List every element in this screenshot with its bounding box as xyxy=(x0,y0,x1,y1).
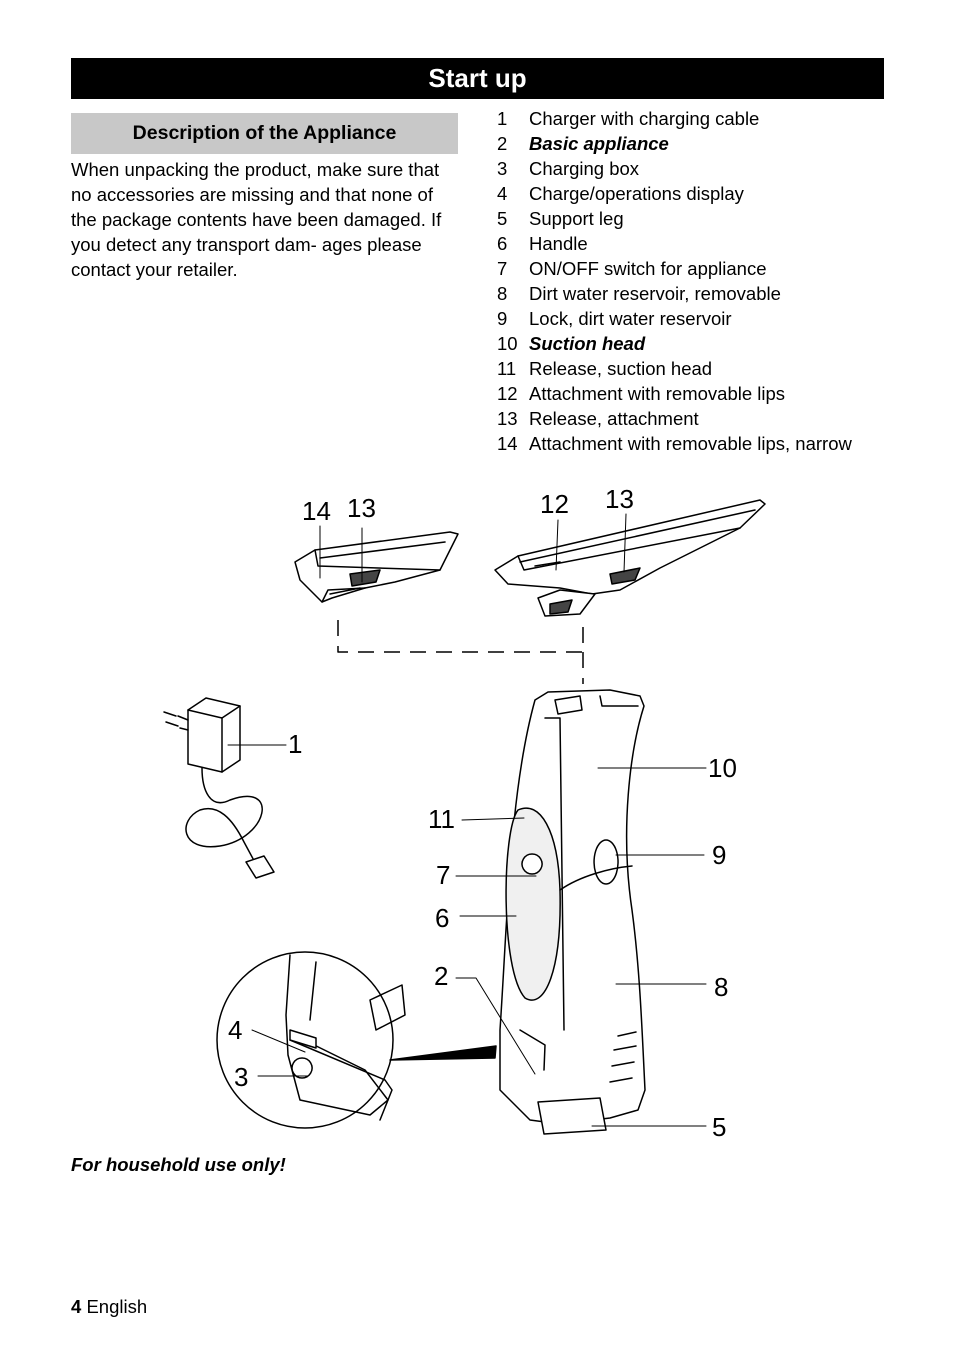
callout-13-narrow: 13 xyxy=(347,493,376,523)
page-footer: 4 English xyxy=(71,1296,147,1318)
parts-list: 1 Charger with charging cable 2 Basic appl… xyxy=(497,106,917,456)
footer-language: English xyxy=(86,1296,148,1317)
subsection-title: Description of the Appliance xyxy=(71,113,458,154)
part-label: Attachment with removable lips xyxy=(529,383,786,404)
part-number: 11 xyxy=(497,358,517,379)
part-label: Suction head xyxy=(529,333,646,354)
callout-13-wide: 13 xyxy=(605,484,634,514)
part-number: 6 xyxy=(497,233,508,254)
household-note: For household use only! xyxy=(71,1154,286,1175)
callout-8: 8 xyxy=(714,972,728,1002)
narrow-attachment-illustration xyxy=(294,531,459,603)
list-item: 7 ON/OFF switch for appliance xyxy=(497,256,917,281)
part-number: 3 xyxy=(497,158,508,179)
part-label: Release, attachment xyxy=(529,408,699,429)
callout-1: 1 xyxy=(288,729,302,759)
callout-12: 12 xyxy=(540,489,569,519)
callout-4: 4 xyxy=(228,1015,242,1045)
part-label: Handle xyxy=(529,233,588,254)
list-item: 9 Lock, dirt water reservoir xyxy=(497,306,917,331)
list-item: 1 Charger with charging cable xyxy=(497,106,917,131)
part-number: 12 xyxy=(497,383,518,404)
list-item: 14 Attachment with removable lips, narrow xyxy=(497,431,917,456)
callout-7: 7 xyxy=(436,860,450,890)
callout-leaders xyxy=(227,513,707,1127)
part-label: Charge/operations display xyxy=(529,183,744,204)
callout-5: 5 xyxy=(712,1112,726,1142)
callout-10: 10 xyxy=(708,753,737,783)
list-item: 11 Release, suction head xyxy=(497,356,917,381)
part-label: Release, suction head xyxy=(529,358,713,379)
part-number: 9 xyxy=(497,308,508,329)
list-item: 4 Charge/operations display xyxy=(497,181,917,206)
list-item: 3 Charging box xyxy=(497,156,917,181)
callout-9: 9 xyxy=(712,840,726,870)
part-number: 2 xyxy=(497,133,508,154)
part-label: Attachment with removable lips, narrow xyxy=(529,433,852,454)
intro-paragraph: When unpacking the product, make sure th… xyxy=(71,159,442,280)
part-label: ON/OFF switch for appliance xyxy=(529,258,767,279)
part-number: 7 xyxy=(497,258,508,279)
list-item: 6 Handle xyxy=(497,231,917,256)
part-number: 4 xyxy=(497,183,508,204)
callout-6: 6 xyxy=(435,903,449,933)
callout-14: 14 xyxy=(302,496,331,526)
part-number: 5 xyxy=(497,208,508,229)
part-label: Lock, dirt water reservoir xyxy=(529,308,732,329)
detail-magnifier xyxy=(216,951,497,1129)
list-item: 12 Attachment with removable lips xyxy=(497,381,917,406)
part-label: Charger with charging cable xyxy=(529,108,760,129)
section-title: Start up xyxy=(71,58,884,99)
appliance-diagram: 14 13 12 13 1 10 11 9 7 6 2 8 4 3 5 xyxy=(163,484,766,1142)
charger-illustration xyxy=(163,697,275,879)
part-number: 10 xyxy=(497,333,518,354)
list-item: 10 Suction head xyxy=(497,331,917,356)
callout-3: 3 xyxy=(234,1062,248,1092)
attachment-illustration xyxy=(494,499,766,617)
part-number: 8 xyxy=(497,283,508,304)
part-label: Support leg xyxy=(529,208,624,229)
part-label: Basic appliance xyxy=(529,133,669,154)
list-item: 5 Support leg xyxy=(497,206,917,231)
part-number: 1 xyxy=(497,108,508,129)
part-label: Dirt water reservoir, removable xyxy=(529,283,781,304)
page-number: 4 xyxy=(71,1296,82,1317)
part-label: Charging box xyxy=(529,158,640,179)
basic-appliance-illustration xyxy=(499,689,646,1135)
list-item: 8 Dirt water reservoir, removable xyxy=(497,281,917,306)
list-item: 2 Basic appliance xyxy=(497,131,917,156)
part-number: 13 xyxy=(497,408,518,429)
callout-2: 2 xyxy=(434,961,448,991)
callout-11: 11 xyxy=(428,804,455,834)
part-number: 14 xyxy=(497,433,518,454)
list-item: 13 Release, attachment xyxy=(497,406,917,431)
